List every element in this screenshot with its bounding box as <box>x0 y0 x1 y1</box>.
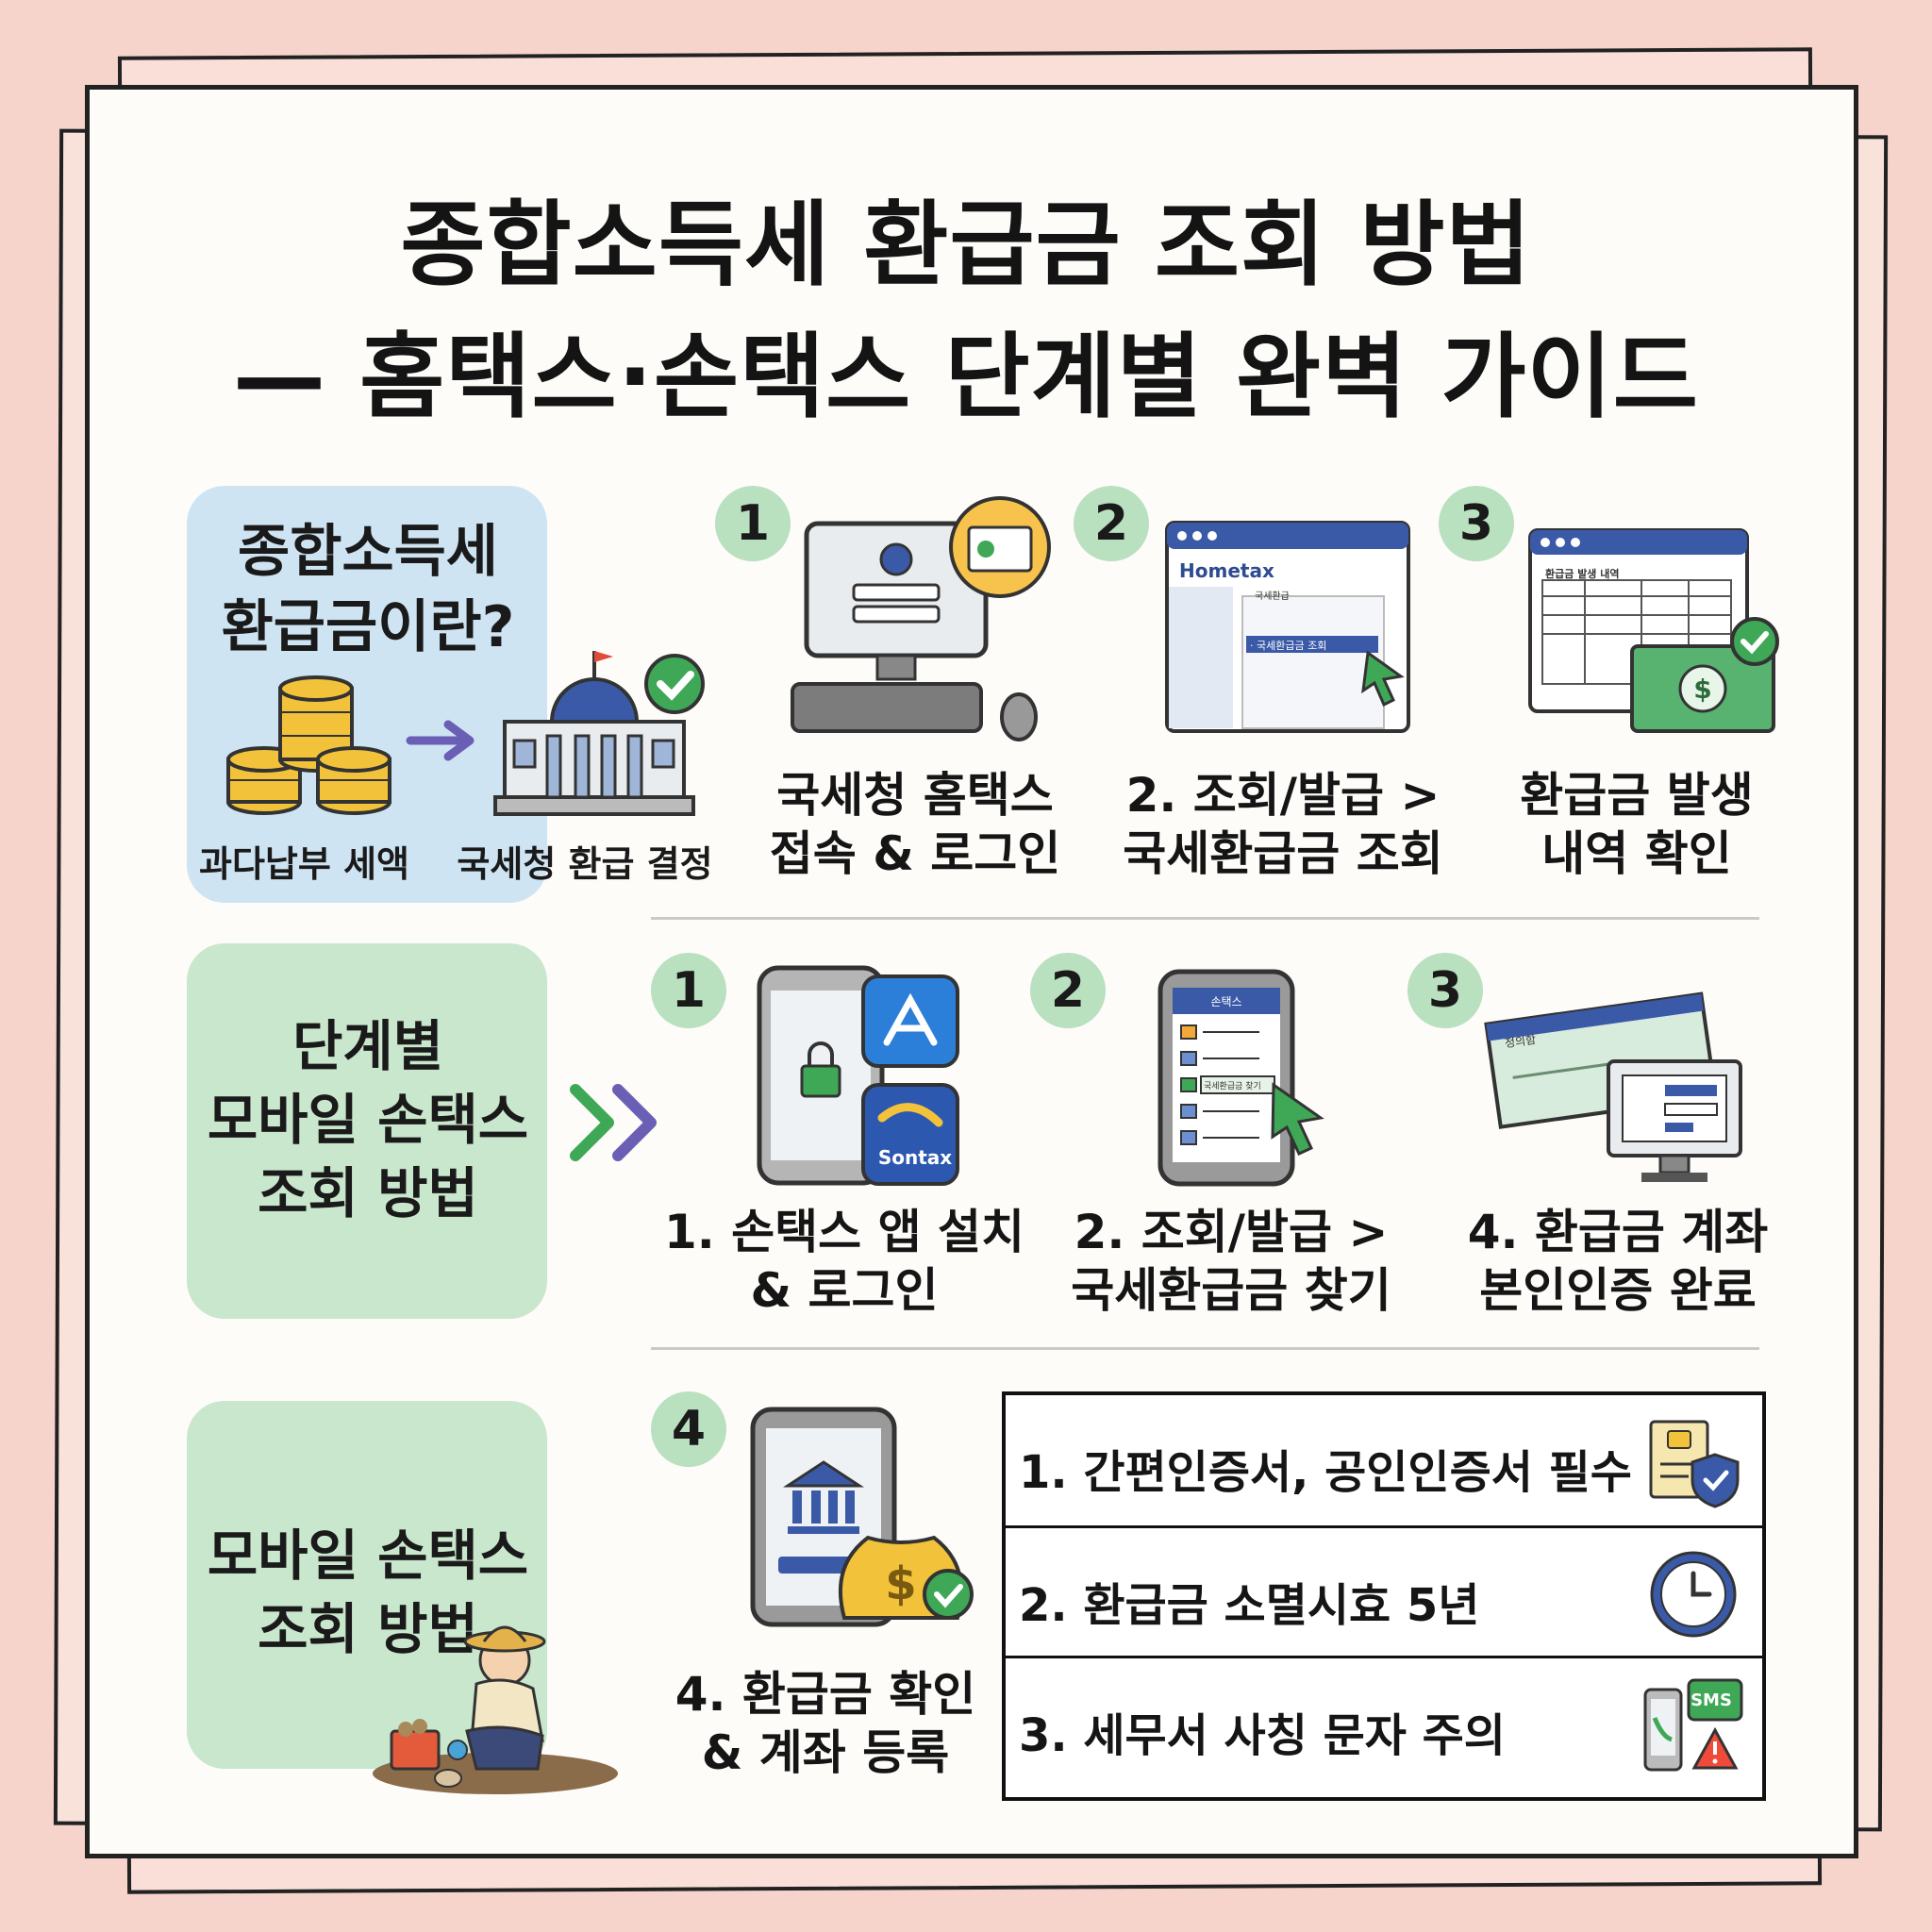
sontax-step1-caption: 1. 손택스 앱 설치 & 로그인 <box>663 1205 1024 1318</box>
intro-panel <box>187 486 547 903</box>
step-badge: 2 <box>1074 486 1149 561</box>
hometax-menu-highlight: · 국세환급금 조회 <box>1250 640 1327 652</box>
page-subtitle: — 홈택스·손택스 단계별 완벽 가이드 <box>233 324 1699 431</box>
hometax-brand-logo: Hometax <box>1179 559 1274 582</box>
page-title: 종합소득세 환급금 조회 방법 <box>400 192 1532 299</box>
refund-statement-icon: $ <box>1528 528 1779 733</box>
coins-icon <box>226 675 391 815</box>
tip-row: 2. 환급금 소멸시효 5년 <box>1006 1525 1762 1658</box>
section-divider <box>651 1347 1759 1350</box>
tip-text: 2. 환급금 소멸시효 5년 <box>1019 1579 1480 1632</box>
clock-icon <box>1650 1551 1737 1638</box>
final-panel-title: 모바일 손택스 조회 방법 <box>207 1524 529 1661</box>
step-badge: 1 <box>651 953 726 1028</box>
tip-text: 3. 세무서 사칭 문자 주의 <box>1019 1709 1506 1762</box>
tip-row: 3. 세무서 사칭 문자 주의 SMS <box>1006 1656 1762 1789</box>
refund-decision-label: 국세청 환급 결정 <box>457 843 713 885</box>
final-step-caption: 4. 환급금 확인 & 계좌 등록 <box>675 1667 976 1780</box>
tip-text: 1. 간편인증서, 공인인증서 필수 <box>1019 1446 1632 1499</box>
phone-app-install-icon <box>757 965 959 1186</box>
sontax-step3-caption: 4. 환급금 계좌 본인인증 완료 <box>1467 1205 1769 1318</box>
hometax-screen-mockup <box>1165 521 1410 733</box>
hometax-step1-caption: 국세청 홈택스 접속 & 로그인 <box>769 768 1061 881</box>
computer-login-icon <box>791 496 1051 741</box>
sontax-steps-panel <box>187 943 547 1319</box>
arrow-right-icon <box>406 720 475 761</box>
step-badge: 4 <box>651 1391 726 1467</box>
phone-highlight-item: 국세환급금 찾기 <box>1204 1082 1261 1091</box>
svg-text:$: $ <box>1693 674 1711 705</box>
sontax-panel-title: 단계별 모바일 손택스 조회 방법 <box>207 1014 529 1225</box>
tip-row: 1. 간편인증서, 공인인증서 필수 <box>1006 1395 1762 1525</box>
account-verification-icon <box>1484 991 1742 1182</box>
sontax-step2-caption: 2. 조회/발급 > 국세환급금 찾기 <box>1071 1205 1391 1318</box>
svg-text:$: $ <box>885 1557 916 1610</box>
phone-header-label: 손택스 <box>1210 995 1242 1008</box>
hometax-menu-header: 국세환급 <box>1255 591 1290 602</box>
step-badge: 2 <box>1030 953 1106 1028</box>
hometax-step3-caption: 환급금 발생 내역 확인 <box>1520 768 1754 881</box>
sms-warning-icon <box>1643 1678 1743 1772</box>
refund-statement-title: 환급금 발생 내역 <box>1545 568 1620 580</box>
certificate-shield-icon <box>1649 1420 1740 1508</box>
step-badge: 3 <box>1407 953 1483 1028</box>
overpaid-tax-label: 과다납부 세액 <box>199 843 409 885</box>
step-badge: 1 <box>715 486 791 561</box>
phone-bank-refund-icon: $ <box>750 1407 974 1627</box>
tax-office-building-icon <box>493 651 705 816</box>
intro-panel-title: 종합소득세 환급금이란? <box>221 519 515 660</box>
sms-label: SMS <box>1690 1690 1732 1710</box>
tips-box: 1. 간편인증서, 공인인증서 필수 2. 환급금 소멸시효 5년 3. 세무서… <box>1002 1391 1766 1801</box>
hometax-step2-caption: 2. 조회/발급 > 국세환급금 조회 <box>1123 768 1443 881</box>
sontax-app-label: Sontax <box>877 1146 953 1169</box>
double-chevron-right-icon <box>570 1084 657 1161</box>
phone-menu-icon <box>1158 969 1324 1187</box>
person-digging-clams-illustration <box>373 1625 618 1794</box>
section-divider <box>651 917 1759 920</box>
step-badge: 3 <box>1439 486 1514 561</box>
